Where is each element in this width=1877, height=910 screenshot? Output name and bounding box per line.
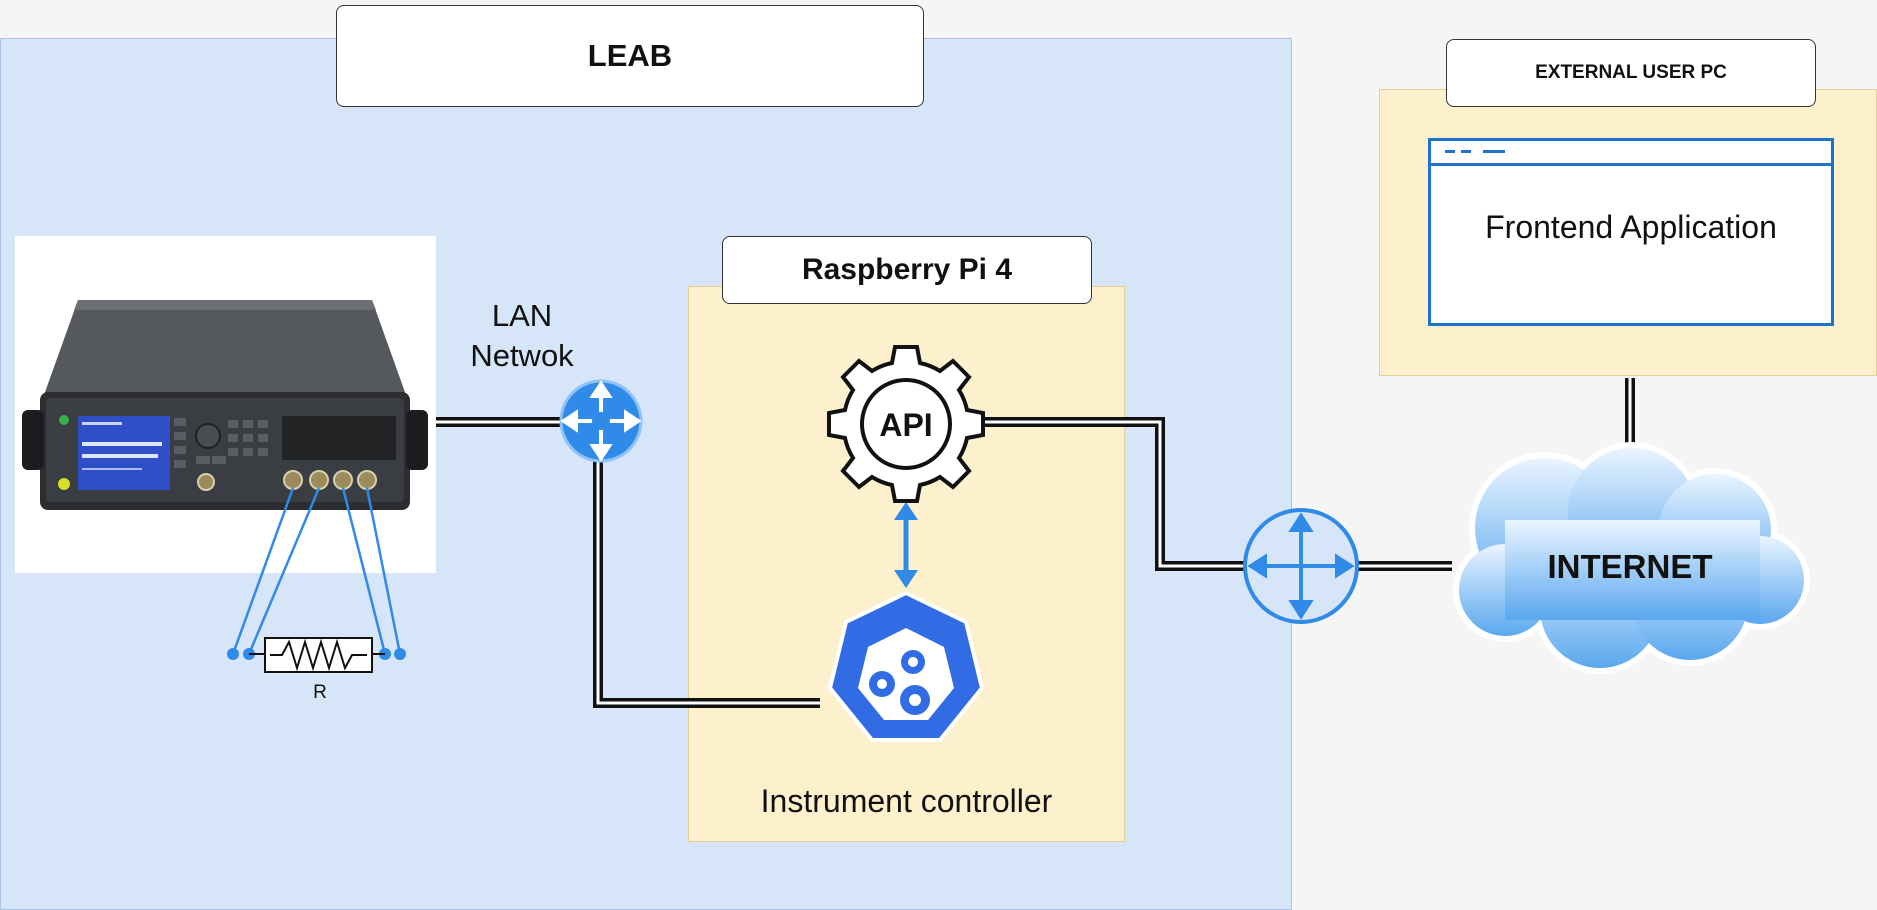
edge-router-icon (1243, 508, 1359, 624)
frontend-application-label: Frontend Application (1485, 209, 1777, 245)
external-pc-title: EXTERNAL USER PC (1446, 39, 1816, 107)
api-controller-arrow (894, 502, 918, 588)
network-cables (436, 378, 1635, 708)
kubernetes-icon (827, 590, 985, 742)
raspberry-pi-title: Raspberry Pi 4 (722, 236, 1092, 304)
api-label: API (879, 407, 932, 443)
lan-label-line1: LAN (491, 298, 553, 333)
browser-window-icon: Frontend Application (1428, 138, 1834, 326)
resistor-label: R (313, 682, 327, 703)
probe-wires (231, 487, 402, 655)
lcr-meter-device (22, 300, 428, 510)
internet-label: INTERNET (1547, 548, 1713, 585)
lan-router-icon (559, 379, 643, 463)
gear-api-icon: API (827, 345, 985, 503)
lan-label-line2: Netwok (470, 338, 574, 373)
resistor-icon (249, 637, 385, 673)
cloud-icon (1453, 442, 1810, 674)
window-titlebar (1431, 141, 1831, 166)
leab-title: LEAB (336, 5, 924, 107)
instrument-controller-label: Instrument controller (760, 783, 1053, 819)
lan-network-label: LAN Netwok (462, 296, 582, 376)
